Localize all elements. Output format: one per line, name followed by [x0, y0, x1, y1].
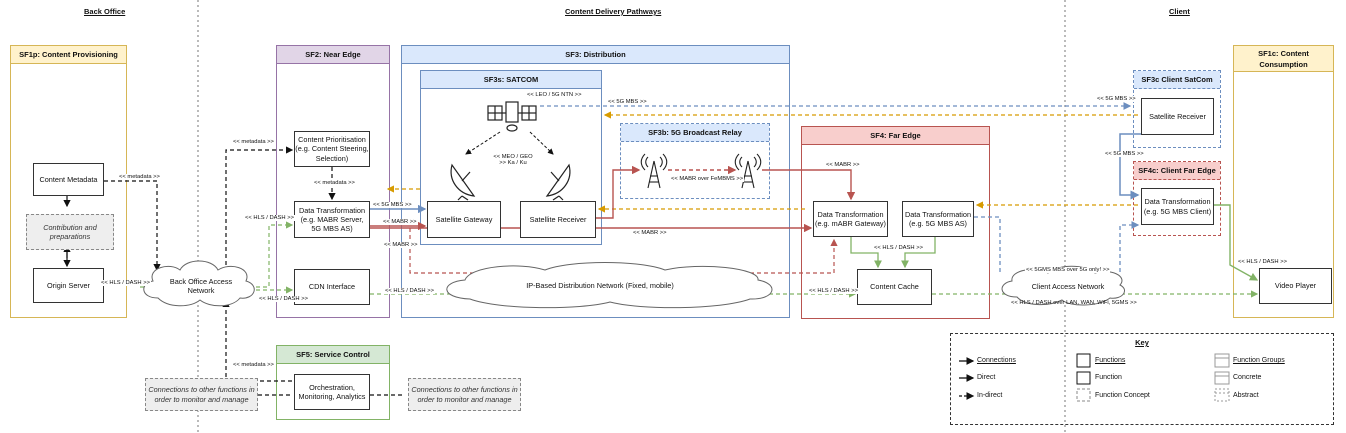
ground-dish-left-icon	[450, 163, 476, 201]
label-mabr-3: << MABR >>	[632, 230, 668, 236]
section-pathways: Content Delivery Pathways	[565, 7, 662, 16]
label-mabr-1: << MABR >>	[382, 219, 418, 225]
label-hls-client-access: << HLS / DASH over LAN, WAN, WiFi, 5GMS …	[1011, 300, 1137, 306]
legend-direct: Direct	[977, 374, 996, 381]
label-hls-player: << HLS / DASH >>	[1237, 259, 1288, 265]
legend-function-concept: Function Concept	[1095, 392, 1150, 399]
ip-distribution-cloud-shape	[446, 262, 773, 309]
label-mabr-4: << MABR >>	[825, 162, 861, 168]
connections-right-box[interactable]: Connections to other functions in order …	[408, 378, 521, 411]
label-hls-sf2-b: << HLS / DASH >>	[258, 296, 309, 302]
group-sf5: SF5: Service Control	[276, 345, 390, 420]
label-5gmbs-1: << 5G MBS >>	[372, 202, 413, 208]
orchestration-box[interactable]: Orchestration, Monitoring, Analytics	[294, 374, 370, 410]
legend-connections: Connections	[977, 357, 1016, 364]
group-sf1p-title: SF1p: Content Provisioning	[11, 46, 126, 64]
satellite-icon	[487, 101, 537, 132]
content-prioritisation-box[interactable]: Content Prioritisation (e.g. Content Ste…	[294, 131, 370, 167]
legend-concrete: Concrete	[1233, 374, 1262, 381]
section-back-office: Back Office	[84, 7, 126, 16]
section-client: Client	[1169, 7, 1190, 16]
group-sf1p: SF1p: Content Provisioning	[10, 45, 127, 318]
video-player-box[interactable]: Video Player	[1259, 268, 1332, 304]
group-sf1c-title: SF1c: Content Consumption	[1234, 46, 1333, 72]
group-sf5-title: SF5: Service Control	[277, 346, 389, 364]
contribution-box[interactable]: Contribution and preparations	[26, 214, 114, 250]
label-5gmbs-2: << 5G MBS >>	[607, 99, 648, 105]
label-hls-cache-in: << HLS / DASH >>	[873, 245, 924, 251]
label-metadata-2: << metadata >>	[232, 139, 275, 145]
data-transformation-5gmbs-as[interactable]: Data Transformation (e.g. 5G MBS AS)	[902, 201, 974, 237]
label-5gmbs-3: << 5G MBS >>	[1096, 96, 1137, 102]
label-5gms-mbs: << 5GMS MBS over 5G only! >>	[1025, 267, 1111, 273]
content-metadata-box[interactable]: Content Metadata	[33, 163, 104, 196]
back-office-access-network[interactable]: Back Office Access Network	[169, 276, 233, 295]
legend-functions: Functions	[1095, 357, 1126, 364]
broadcast-tower-left-icon	[640, 153, 668, 189]
group-sf3: SF3: Distribution	[401, 45, 790, 318]
origin-server-box[interactable]: Origin Server	[33, 268, 104, 303]
group-sf3s-title: SF3s: SATCOM	[421, 71, 601, 89]
data-transformation-mabr-gateway[interactable]: Data Transformation (e.g. mABR Gateway)	[813, 201, 888, 237]
group-sf3c-title: SF3c Client SatCom	[1134, 71, 1220, 89]
legend-function: Function	[1095, 374, 1122, 381]
client-access-cloud-shape	[1001, 265, 1125, 306]
legend-glyphs	[959, 353, 1230, 402]
data-transformation-near-edge[interactable]: Data Transformation (e.g. MABR Server, 5…	[294, 201, 370, 238]
group-sf3-title: SF3: Distribution	[402, 46, 789, 64]
group-sf3b-title: SF3b: 5G Broadcast Relay	[621, 124, 769, 142]
data-transformation-client-box[interactable]: Data Transformation (e.g. 5G MBS Client)	[1141, 188, 1214, 225]
satellite-receiver-client-box[interactable]: Satellite Receiver	[1141, 98, 1214, 135]
legend-function-groups: Function Groups	[1233, 357, 1285, 364]
label-mabr-2: << MABR >>	[383, 242, 419, 248]
ip-distribution-network[interactable]: IP-Based Distribution Network (Fixed, mo…	[526, 281, 674, 291]
group-sf2: SF2: Near Edge	[276, 45, 390, 318]
label-meo-geo: << MEO / GEO >> Ka / Ku	[493, 154, 533, 166]
client-access-network[interactable]: Client Access Network	[1031, 282, 1105, 292]
label-metadata-1: << metadata >>	[118, 174, 161, 180]
legend-indirect: In-direct	[977, 392, 1003, 399]
group-sf3b: SF3b: 5G Broadcast Relay	[620, 123, 770, 199]
ground-dish-right-icon	[545, 163, 571, 201]
satellite-receiver-box[interactable]: Satellite Receiver	[520, 201, 596, 238]
legend-title: Key	[1135, 338, 1149, 347]
label-metadata-3: << metadata >>	[313, 180, 356, 186]
label-hls-sf2-a: << HLS / DASH >>	[244, 215, 295, 221]
label-5gmbs-4: << 5G MBS >>	[1104, 151, 1145, 157]
back-office-cloud-shape	[143, 260, 255, 307]
legend-box: Key Connections Direct In-direct Functio…	[950, 333, 1334, 425]
label-leo: << LEO / 5G NTN >>	[526, 92, 583, 98]
legend-abstract: Abstract	[1233, 392, 1259, 399]
label-hls-cdn: << HLS / DASH >>	[384, 288, 435, 294]
group-sf1c: SF1c: Content Consumption	[1233, 45, 1334, 318]
group-sf4: SF4: Far Edge	[801, 126, 990, 319]
group-sf3c: SF3c Client SatCom	[1133, 70, 1221, 148]
group-sf4c-title: SF4c: Client Far Edge	[1134, 162, 1220, 180]
label-mabr-over-femms: << MABR over FeMBMS >>	[670, 176, 745, 182]
content-cache-box[interactable]: Content Cache	[857, 269, 932, 305]
group-sf4-title: SF4: Far Edge	[802, 127, 989, 145]
group-sf2-title: SF2: Near Edge	[277, 46, 389, 64]
label-metadata-4: << metadata >>	[232, 362, 275, 368]
label-hls-origin: << HLS / DASH >>	[100, 280, 151, 286]
label-hls-far: << HLS / DASH >>	[808, 288, 859, 294]
broadcast-tower-right-icon	[734, 153, 762, 189]
connections-left-box[interactable]: Connections to other functions in order …	[145, 378, 258, 411]
satellite-gateway-box[interactable]: Satellite Gateway	[427, 201, 501, 238]
